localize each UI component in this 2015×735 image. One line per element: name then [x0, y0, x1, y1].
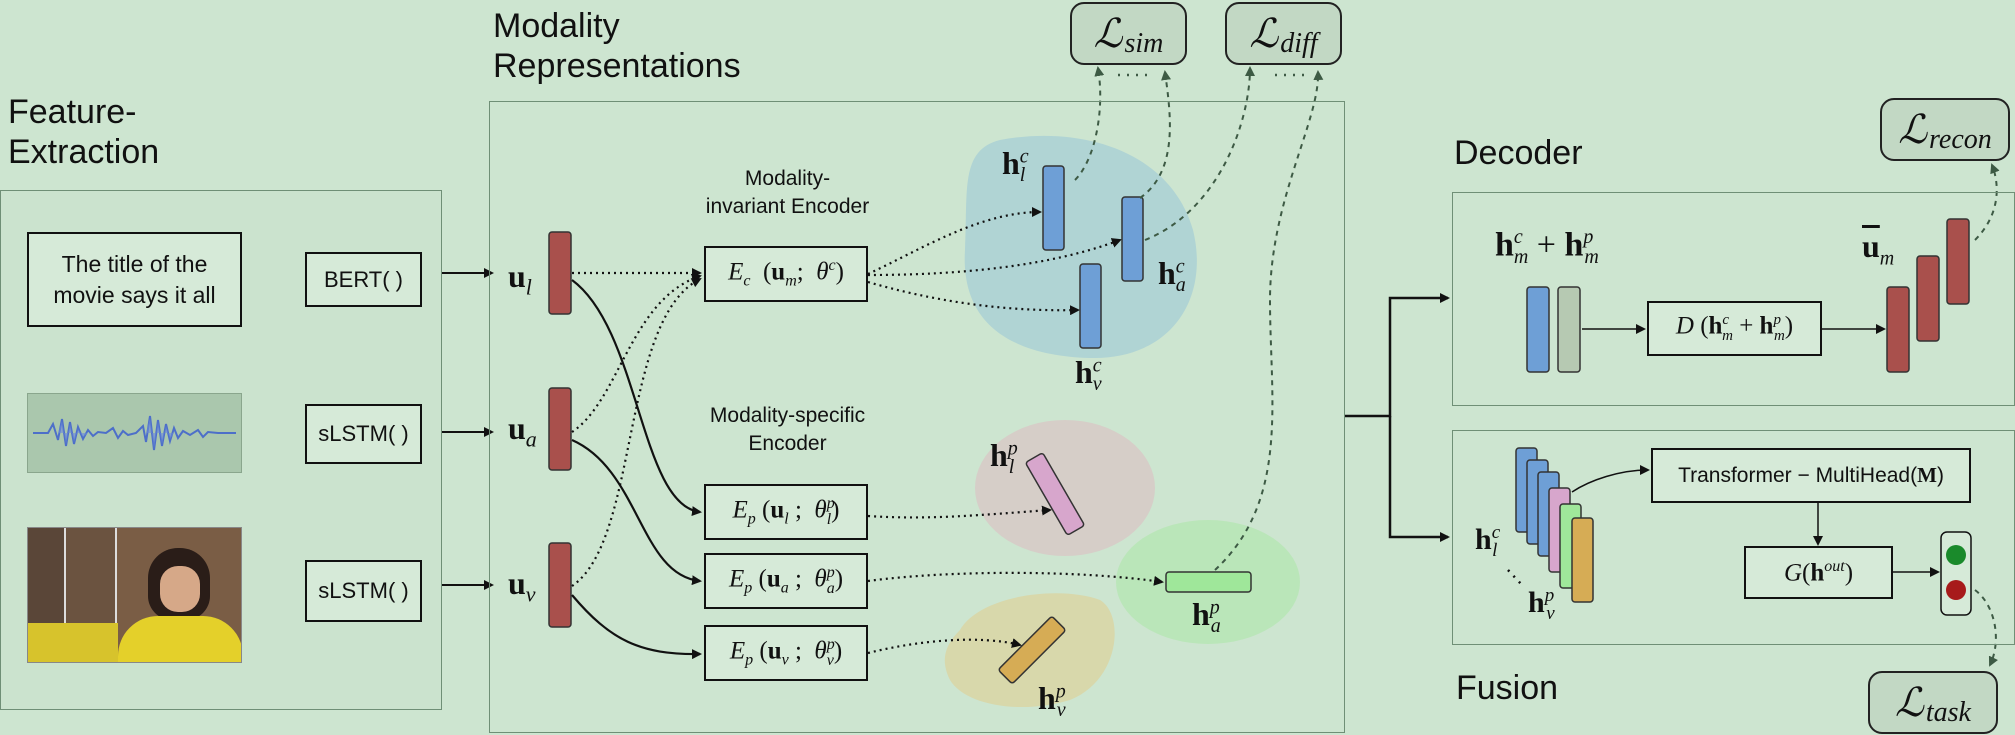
edge-stack-to-transformer — [1571, 465, 1650, 493]
decoder-title: Decoder — [1454, 134, 1583, 172]
vector-h-a-c — [1121, 196, 1144, 282]
edge-recon-to-loss — [1974, 163, 2000, 241]
fusion-stack-6 — [1571, 517, 1594, 603]
person-face — [160, 566, 200, 612]
slstm-audio-extractor: sLSTM( ) — [305, 404, 422, 464]
text-input-sample: The title of the movie says it all — [27, 232, 242, 327]
decoder-panel — [1452, 192, 2015, 406]
waveform-icon — [33, 415, 236, 451]
private-encoder-video: Ep (uv ; θpv) — [704, 625, 868, 681]
modality-representations-panel — [489, 101, 1345, 733]
edge-ec-to-hvc — [867, 280, 1080, 316]
label-fusion-h-l-c: hcl — [1475, 522, 1501, 561]
label-h-l-p: hpl — [990, 437, 1018, 479]
label-fusion-h-v-p: hpv — [1528, 585, 1555, 624]
vector-u-l — [548, 231, 572, 315]
prediction-negative-dot — [1946, 580, 1966, 600]
vector-h-l-c — [1042, 165, 1065, 251]
private-encoder-audio: Ep (ua ; θpa) — [704, 553, 868, 609]
label-h-a-c: hca — [1158, 255, 1186, 297]
fusion-title: Fusion — [1456, 669, 1559, 707]
label-u-l: ul — [508, 258, 532, 300]
text-private-blob — [975, 420, 1155, 556]
bert-extractor: BERT( ) — [305, 252, 422, 307]
edge-ul-to-epl — [571, 279, 702, 517]
label-h-l-c: hcl — [1002, 145, 1029, 187]
transformer-multihead-box: Transformer − MultiHead(M) — [1651, 448, 1971, 503]
vector-h-m-c — [1526, 286, 1550, 373]
invariant-space-blob — [964, 135, 1197, 359]
edge-ec-to-hac — [867, 238, 1122, 277]
reconstruction-bar-1 — [1886, 286, 1910, 373]
vector-h-l-p — [1025, 452, 1085, 536]
audio-waveform-image — [27, 393, 242, 473]
edge-uv-to-ec — [571, 278, 702, 587]
invariant-encoder-caption: Modality- invariant Encoder — [705, 167, 870, 218]
vector-h-v-p — [998, 616, 1066, 684]
edge-ec-to-hlc — [867, 207, 1042, 275]
vector-h-a-p — [1165, 571, 1252, 593]
specific-encoder-caption: Modality-specific Encoder — [709, 404, 866, 455]
person-shirt-left — [28, 623, 118, 662]
feature-extraction-title: Feature- Extraction — [8, 93, 160, 171]
person-shirt — [118, 616, 241, 662]
vector-u-a — [548, 387, 572, 471]
text-input-line2: movie says it all — [53, 281, 216, 308]
label-hmc-plus-hmp: hcm + hpm — [1495, 226, 1599, 269]
shared-encoder-box: Ec (um; θc) — [704, 246, 868, 302]
edge-uv-to-epv — [571, 594, 702, 660]
vector-h-m-p — [1557, 286, 1581, 373]
branch-to-decoder — [1345, 293, 1450, 418]
private-encoder-text: Ep (ul ; θpl) — [704, 484, 868, 540]
edge-hlc-to-lsim — [1074, 66, 1105, 181]
reconstruction-bar-3 — [1946, 218, 1970, 305]
label-h-a-p: hpa — [1192, 596, 1221, 638]
vector-h-v-c — [1079, 263, 1102, 349]
edge-hac-to-lsim — [1139, 70, 1172, 199]
prediction-positive-dot — [1946, 545, 1966, 565]
slstm-video-extractor: sLSTM( ) — [305, 560, 422, 622]
edge-output-to-ltask — [1974, 589, 1998, 667]
label-u-bar-m: um — [1862, 228, 1895, 270]
decoder-function-box: D (hcm + hpm) — [1647, 301, 1822, 356]
edge-ua-to-epa — [571, 438, 702, 586]
fusion-stack-ellipsis — [1507, 569, 1523, 586]
reconstruction-bar-2 — [1916, 255, 1940, 342]
edge-hac-to-ldiff — [1144, 66, 1255, 241]
edge-epv-to-hvp — [867, 638, 1022, 655]
edge-hap-to-ldiff — [1214, 70, 1324, 571]
label-u-v: uv — [508, 565, 536, 607]
text-input-line1: The title of the — [61, 250, 208, 277]
fusion-function-box: G(hout) — [1744, 546, 1893, 599]
video-frames-image — [27, 527, 242, 663]
modality-representations-title: Modality Representations — [493, 7, 741, 85]
label-u-a: ua — [508, 410, 537, 452]
vector-u-v — [548, 542, 572, 628]
branch-to-fusion — [1388, 416, 1450, 542]
label-h-v-c: hcv — [1075, 354, 1102, 396]
label-h-v-p: hpv — [1038, 680, 1066, 722]
